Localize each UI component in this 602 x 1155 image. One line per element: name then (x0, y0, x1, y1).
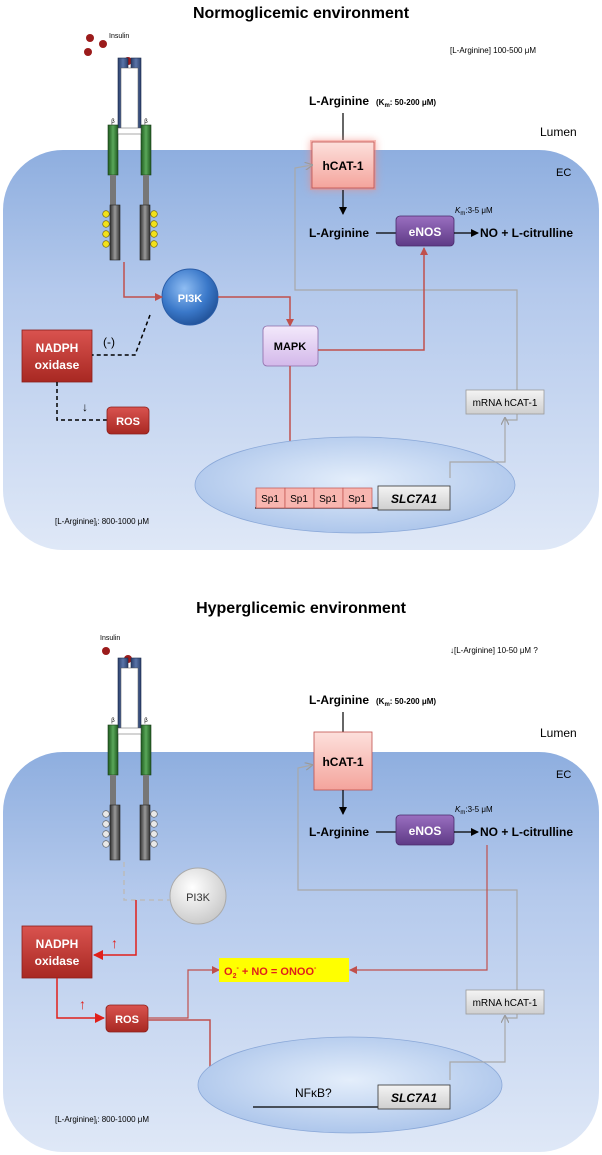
mrna-hcat-label-hyper: mRNA hCAT-1 (473, 998, 538, 1009)
hcat-1-transporter-hyper (313, 731, 373, 791)
svg-text:Sp1: Sp1 (319, 494, 337, 505)
lumen-label: Lumen (540, 125, 577, 139)
nadph-label-line1-hyper: NADPH (36, 937, 79, 951)
arrow-pi3k-to-mapk (218, 296, 294, 327)
ros-up-arrow: ↑ (79, 996, 86, 1012)
peroxynitrite-equation: O2- + NO = ONOO- (224, 965, 317, 980)
arrow-gene-to-mrna (449, 418, 505, 478)
arrow-mrna-to-hcat (294, 165, 518, 421)
svg-text:β: β (144, 119, 148, 125)
hcat-1-label: hCAT-1 (322, 159, 363, 173)
normoglycemic-panel: Normoglicemic environment Lumen EC [L-Ar… (3, 5, 599, 550)
nadph-to-ros-dashed (56, 382, 107, 421)
enos-label-hyper: eNOS (409, 824, 442, 838)
arrow-mrna-to-hcat-hyper (297, 765, 518, 1019)
l-arginine-extracellular-hyper: L-Arginine (309, 693, 369, 707)
ros-down-arrow: ↓ (82, 400, 88, 414)
insulin-receptor-hyper: β β (107, 657, 152, 861)
ec-label: EC (556, 167, 571, 179)
slc7a1-label-hyper: SLC7A1 (391, 1091, 437, 1105)
hcat-1-transporter (311, 141, 375, 189)
svg-text:Sp1: Sp1 (290, 494, 308, 505)
slc7a1-label: SLC7A1 (391, 492, 437, 506)
arrow-receptor-to-nadph (93, 900, 137, 960)
enos-label: eNOS (409, 225, 442, 239)
nadph-label-line2: oxidase (35, 358, 80, 372)
mapk-label: MAPK (274, 341, 306, 353)
arrow-mapk-to-enos (318, 247, 428, 351)
sp1-sites: Sp1 Sp1 Sp1 Sp1 (255, 487, 373, 509)
nucleus-hyper (197, 1036, 503, 1134)
intracellular-arginine-label-hyper: [L-Arginine]i: 800-1000 μM (55, 1115, 149, 1126)
ros-label: ROS (116, 416, 140, 428)
nadph-label-line2-hyper: oxidase (35, 954, 80, 968)
nadph-oxidase-box (21, 329, 93, 383)
slc7a1-gene-box-hyper (377, 1084, 451, 1110)
l-arginine-intracellular: L-Arginine (309, 226, 369, 240)
l-arginine-intracellular-hyper: L-Arginine (309, 825, 369, 839)
ec-label-hyper: EC (556, 769, 571, 781)
insulin-molecules (84, 34, 132, 65)
nadph-label-line1: NADPH (36, 341, 79, 355)
svg-text:β: β (111, 119, 115, 125)
enos-km-label: Km:3-5 μM (455, 206, 493, 217)
insulin-receptor: β β (107, 57, 152, 261)
arrow-no-to-peroxynitrite (349, 845, 488, 974)
pi3k-inhibits-nadph (92, 314, 151, 356)
svg-text:β: β (111, 718, 115, 724)
arrow-ros-to-peroxynitrite (148, 966, 220, 1019)
mrna-hcat-label: mRNA hCAT-1 (473, 398, 538, 409)
pi3k-label-hyper: PI3K (186, 892, 211, 904)
intracellular-arginine-label: [L-Arginine]i: 800-1000 μM (55, 517, 149, 528)
enos-km-label-hyper: Km:3-5 μM (455, 805, 493, 816)
svg-text:β: β (144, 718, 148, 724)
hcat-km-label: (Km: 50-200 μM) (376, 98, 436, 109)
nadph-up-arrow: ↑ (111, 935, 118, 951)
enos-box-hyper (395, 814, 455, 846)
hcat-km-label-hyper: (Km: 50-200 μM) (376, 697, 436, 708)
ros-label-hyper: ROS (115, 1014, 139, 1026)
pi3k-node-inactive (169, 867, 227, 925)
extracellular-arginine-label: [L-Arginine] 100-500 μM (450, 46, 536, 55)
svg-text:Sp1: Sp1 (348, 494, 366, 505)
slc7a1-gene-box (377, 485, 451, 511)
inhibition-label: (-) (103, 335, 115, 349)
peroxynitrite-highlight (219, 958, 349, 982)
phospho-residues (102, 210, 158, 248)
insulin-label-hyper: Insulin (100, 635, 120, 642)
top-title: Normoglicemic environment (193, 5, 410, 22)
receptor-to-pi3k-inactive (123, 862, 170, 901)
nadph-oxidase-box-hyper (21, 925, 93, 979)
l-arginine-extracellular: L-Arginine (309, 94, 369, 108)
phospho-residues-hyper (102, 810, 158, 848)
extracellular-arginine-label-hyper: ↓[L-Arginine] 10-50 μM ? (450, 646, 538, 655)
no-citrulline-label: NO + L-citrulline (480, 226, 573, 240)
nucleus (194, 436, 516, 534)
mrna-hcat-box-hyper (465, 989, 545, 1015)
arrow-gene-to-mrna-hyper (449, 1016, 505, 1080)
hyperglycemic-panel: Hyperglicemic environment Lumen EC ↓[L-A… (3, 600, 599, 1152)
svg-text:Sp1: Sp1 (261, 494, 279, 505)
pi3k-label: PI3K (178, 293, 203, 305)
hcat-1-label-hyper: hCAT-1 (322, 755, 363, 769)
lumen-label-hyper: Lumen (540, 726, 577, 740)
bottom-title: Hyperglicemic environment (196, 600, 407, 617)
insulin-label: Insulin (109, 33, 129, 40)
ros-box (106, 406, 150, 435)
arrow-receptor-to-pi3k (123, 262, 163, 301)
arrow-nadph-to-ros (56, 978, 105, 1023)
mrna-hcat-box (465, 389, 545, 415)
no-citrulline-label-hyper: NO + L-citrulline (480, 825, 573, 839)
enos-box (395, 215, 455, 247)
nfkb-label: NFκB? (295, 1086, 332, 1100)
